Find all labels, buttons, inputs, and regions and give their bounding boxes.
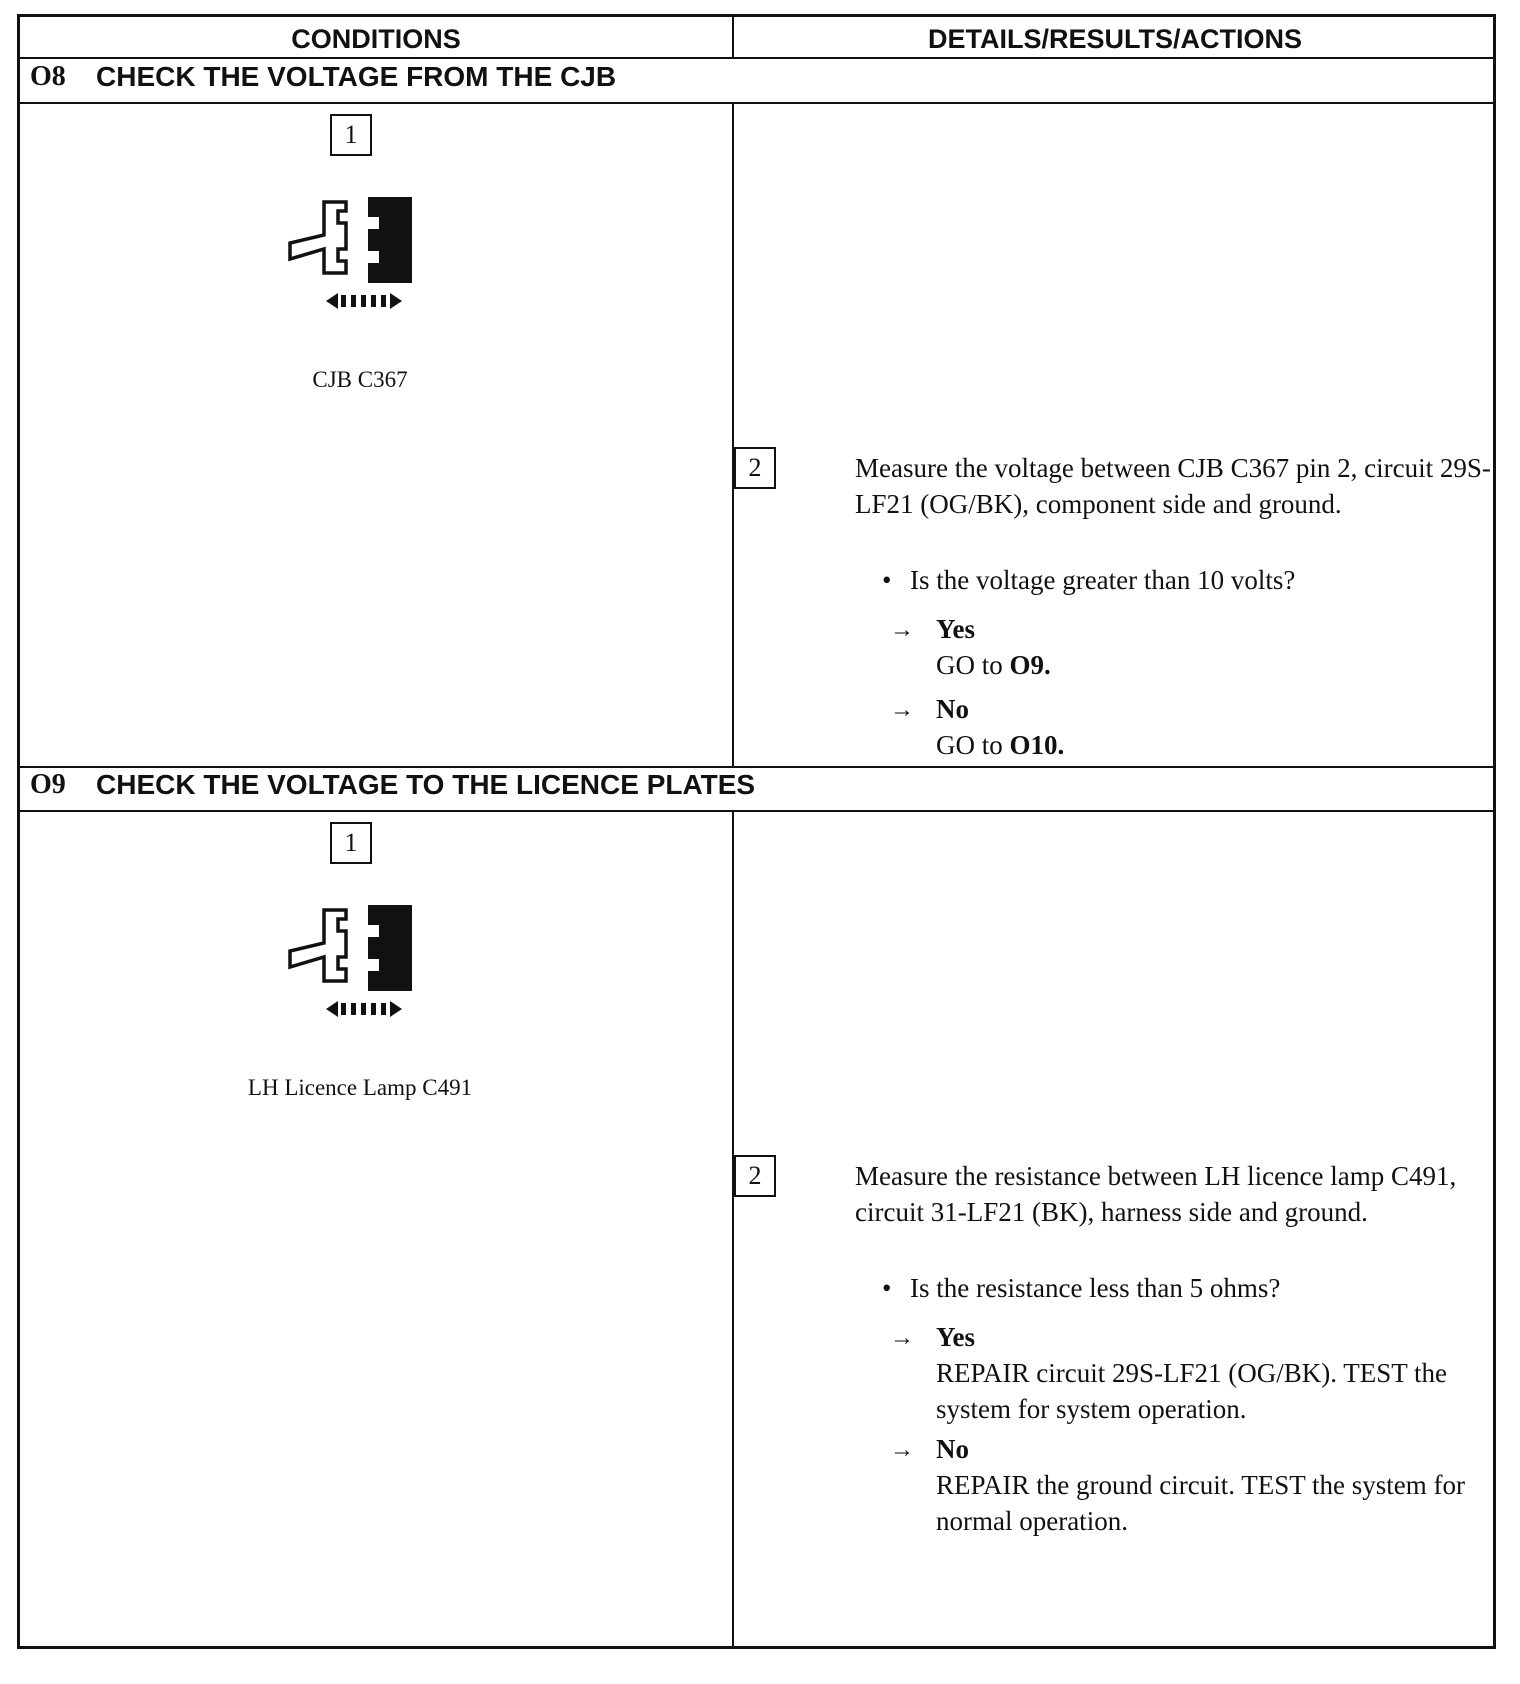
arrow-right-icon: →: [890, 1325, 914, 1351]
goto-link[interactable]: O9.: [1009, 650, 1051, 680]
step-instruction: Measure the resistance between LH licenc…: [855, 1161, 1457, 1227]
answer-yes-action: GO to O9.: [936, 647, 1496, 683]
answer-yes-label: Yes: [936, 614, 975, 644]
action-text: GO to: [936, 650, 1003, 680]
answer-yes-label: Yes: [936, 1322, 975, 1352]
bullet-icon: •: [882, 565, 892, 595]
goto-link[interactable]: O10.: [1009, 730, 1065, 760]
bullet-icon: •: [882, 1273, 892, 1303]
arrow-right-icon: →: [890, 697, 914, 723]
column-header-details: DETAILS/RESULTS/ACTIONS: [927, 24, 1302, 54]
section-title: CHECK THE VOLTAGE FROM THE CJB: [96, 61, 617, 92]
question: • Is the voltage greater than 10 volts?: [882, 562, 1295, 598]
answer-yes-action: REPAIR circuit 29S-LF21 (OG/BK). TEST th…: [936, 1358, 1448, 1424]
step-number: 1: [330, 822, 372, 864]
divider: [732, 17, 734, 59]
arrow-right-icon: →: [890, 1437, 914, 1463]
action-text: GO to: [936, 730, 1003, 760]
question-text: Is the resistance less than 5 ohms?: [910, 1273, 1281, 1303]
diagnostic-table: CONDITIONS DETAILS/RESULTS/ACTIONS O8 CH…: [17, 14, 1496, 1649]
divider: [732, 103, 734, 767]
answer-no-label: No: [936, 694, 969, 724]
connector-label: CJB C367: [312, 367, 408, 392]
step-number: 2: [734, 447, 776, 489]
question: • Is the resistance less than 5 ohms?: [882, 1270, 1280, 1306]
section-id: O8: [30, 61, 66, 92]
connector-label: LH Licence Lamp C491: [247, 1075, 473, 1100]
section-title: CHECK THE VOLTAGE TO THE LICENCE PLATES: [96, 769, 756, 800]
answer-no-action: GO to O10.: [936, 727, 1496, 763]
column-header-conditions: CONDITIONS: [291, 24, 461, 54]
section-id: O9: [30, 769, 66, 800]
arrow-right-icon: →: [890, 617, 914, 643]
divider: [20, 766, 1493, 768]
question-text: Is the voltage greater than 10 volts?: [910, 565, 1296, 595]
divider: [20, 102, 1493, 104]
step-number: 1: [330, 114, 372, 156]
divider: [20, 810, 1493, 812]
divider: [20, 57, 1493, 59]
connector-disconnect-icon: [288, 197, 412, 309]
answer-no-label: No: [936, 1434, 969, 1464]
step-number: 2: [734, 1155, 776, 1197]
divider: [732, 811, 734, 1649]
answer-no-action: REPAIR the ground circuit. TEST the syst…: [936, 1470, 1465, 1536]
step-instruction: Measure the voltage between CJB C367 pin…: [855, 453, 1491, 519]
connector-disconnect-icon: [288, 905, 412, 1017]
